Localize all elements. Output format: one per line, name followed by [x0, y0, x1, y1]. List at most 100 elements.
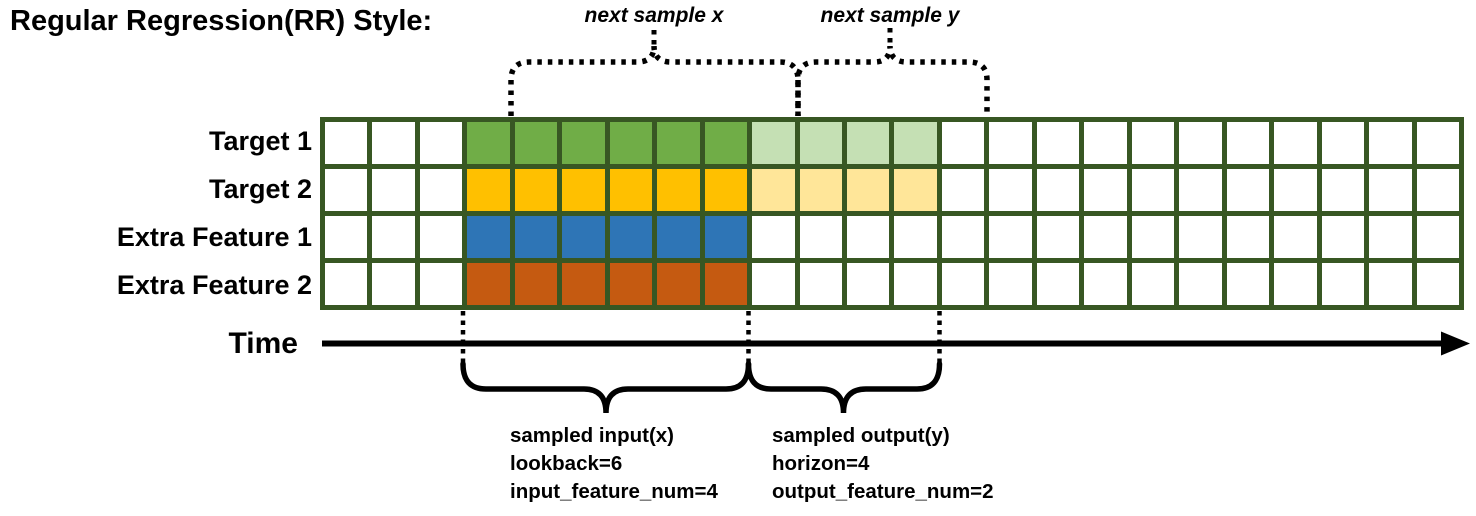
grid-cell [657, 169, 700, 211]
sample-grid [320, 117, 1464, 310]
grid-cell [372, 169, 415, 211]
row-label-extra-feature-1: Extra Feature 1 [116, 222, 312, 252]
grid-cell [325, 263, 368, 305]
grid-cell [1416, 122, 1459, 164]
grid-cell [1274, 122, 1317, 164]
grid-cell [894, 169, 937, 211]
lookback-value: lookback=6 [510, 452, 623, 475]
grid-cell [989, 216, 1032, 258]
grid-cell [325, 122, 368, 164]
grid-cell [562, 122, 605, 164]
grid-cell [325, 169, 368, 211]
grid-cell [941, 122, 985, 164]
time-axis-label: Time [228, 327, 298, 360]
grid-cell [1369, 122, 1412, 164]
grid-cell [1369, 169, 1412, 211]
grid-cell [1321, 216, 1365, 258]
grid-cell [847, 216, 890, 258]
grid-cell [894, 263, 937, 305]
grid-cell [372, 263, 415, 305]
sampled-input-title: sampled input(x) [510, 424, 675, 447]
grid-cell [1179, 122, 1222, 164]
grid-cell [941, 263, 985, 305]
grid-cell [1179, 169, 1222, 211]
grid-cell [514, 216, 558, 258]
grid-cell [941, 169, 985, 211]
grid-cell [467, 263, 510, 305]
grid-cell [799, 216, 843, 258]
grid-cell [467, 122, 510, 164]
grid-cell [1321, 263, 1365, 305]
grid-cell [1084, 169, 1127, 211]
grid-cell [752, 216, 795, 258]
grid-cell [325, 216, 368, 258]
grid-cell [514, 263, 558, 305]
grid-cell [657, 263, 700, 305]
next-sample-x-brace [508, 45, 801, 116]
grid-cell [1084, 216, 1127, 258]
horizon-value: horizon=4 [772, 452, 870, 475]
grid-cell [989, 169, 1032, 211]
grid-cell [467, 216, 510, 258]
grid-cell [372, 216, 415, 258]
grid-cell [657, 122, 700, 164]
grid-cell [1226, 216, 1270, 258]
grid-cell [1226, 122, 1270, 164]
row-label-extra-feature-2: Extra Feature 2 [116, 270, 312, 300]
grid-cell [1084, 122, 1127, 164]
grid-cell [894, 122, 937, 164]
next-sample-y-label: next sample y [820, 4, 960, 27]
grid-cell [799, 263, 843, 305]
grid-cell [1036, 216, 1080, 258]
grid-cell [989, 263, 1032, 305]
row-label-target-1: Target 1 [208, 126, 312, 156]
next-sample-x-label: next sample x [584, 4, 724, 27]
grid-cell [1131, 263, 1175, 305]
grid-cell [562, 169, 605, 211]
grid-cell [1084, 263, 1127, 305]
grid-cell [1416, 169, 1459, 211]
grid-cell [1274, 216, 1317, 258]
page-title: Regular Regression(RR) Style: [10, 5, 433, 37]
grid-cell [1179, 216, 1222, 258]
grid-cell [799, 169, 843, 211]
input-feature-num-value: input_feature_num=4 [510, 480, 718, 503]
grid-cell [1369, 263, 1412, 305]
grid-cell [941, 216, 985, 258]
grid-cell [1274, 169, 1317, 211]
output-feature-num-value: output_feature_num=2 [772, 480, 994, 503]
grid-cell [989, 122, 1032, 164]
grid-cell [562, 216, 605, 258]
grid-cell [562, 263, 605, 305]
grid-cell [847, 169, 890, 211]
grid-cell [1416, 216, 1459, 258]
grid-cell [419, 169, 463, 211]
grid-cell [1226, 263, 1270, 305]
grid-cell [467, 169, 510, 211]
grid-cell [799, 122, 843, 164]
grid-cell [514, 169, 558, 211]
grid-cell [704, 216, 748, 258]
grid-cell [1036, 169, 1080, 211]
sampled-input-note: sampled input(x) lookback=6 input_featur… [510, 422, 718, 506]
grid-cell [1131, 169, 1175, 211]
grid-cell [1226, 169, 1270, 211]
grid-cell [1036, 263, 1080, 305]
grid-cell [609, 169, 653, 211]
grid-cell [752, 122, 795, 164]
grid-cell [1179, 263, 1222, 305]
grid-cell [752, 263, 795, 305]
grid-cell [1036, 122, 1080, 164]
grid-cell [1131, 216, 1175, 258]
grid-cell [419, 122, 463, 164]
grid-cell [1321, 169, 1365, 211]
grid-cell [847, 263, 890, 305]
grid-cell [752, 169, 795, 211]
grid-cell [609, 122, 653, 164]
next-sample-y-brace [795, 45, 990, 116]
grid-cell [419, 216, 463, 258]
grid-cell [894, 216, 937, 258]
grid-cell [1321, 122, 1365, 164]
grid-cell [609, 216, 653, 258]
